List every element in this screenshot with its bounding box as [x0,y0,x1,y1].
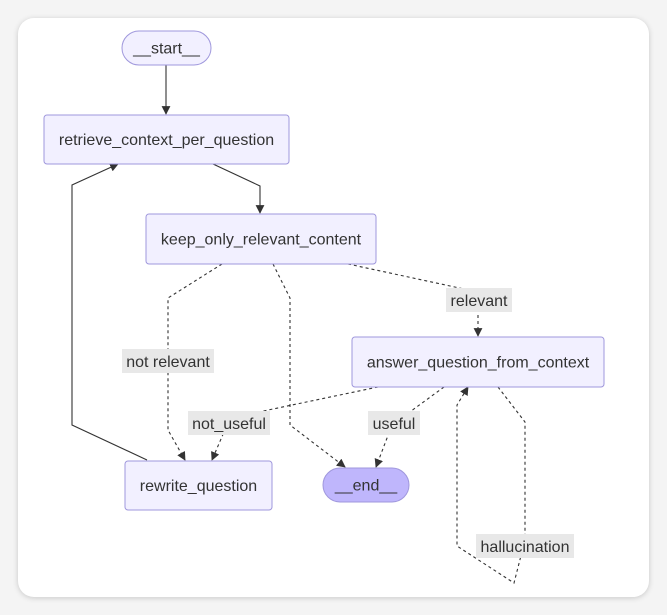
edge-answer-answer [456,386,526,584]
svg-text:relevant: relevant [451,293,508,310]
svg-text:answer_question_from_context: answer_question_from_context [367,355,590,372]
label-not-useful: not_useful [188,411,270,435]
svg-text:retrieve_context_per_question: retrieve_context_per_question [59,132,274,149]
edge-keep-rewrite [167,263,223,461]
node-retrieve-context-per-question[interactable]: retrieve_context_per_question [43,114,290,165]
edge-keep-end [272,263,346,468]
svg-text:rewrite_question: rewrite_question [140,478,257,495]
label-not-relevant: not relevant [122,349,214,373]
edge-retrieve-keep [212,163,265,214]
svg-text:__end__: __end__ [334,478,398,495]
edge-rewrite-retrieve [71,163,148,461]
node-answer-question-from-context[interactable]: answer_question_from_context [351,336,605,388]
node-start[interactable]: __start__ [121,30,212,66]
node-end[interactable]: __end__ [322,467,410,503]
svg-text:keep_only_relevant_content: keep_only_relevant_content [161,232,362,249]
svg-text:hallucination: hallucination [481,539,570,556]
label-useful: useful [368,411,420,435]
svg-text:__start__: __start__ [132,41,201,58]
svg-text:useful: useful [373,416,416,433]
svg-text:not relevant: not relevant [126,354,210,371]
label-hallucination: hallucination [476,534,574,558]
node-rewrite-question[interactable]: rewrite_question [124,460,273,511]
node-keep-only-relevant-content[interactable]: keep_only_relevant_content [145,213,377,265]
svg-text:not_useful: not_useful [192,416,266,433]
label-relevant: relevant [446,288,512,312]
